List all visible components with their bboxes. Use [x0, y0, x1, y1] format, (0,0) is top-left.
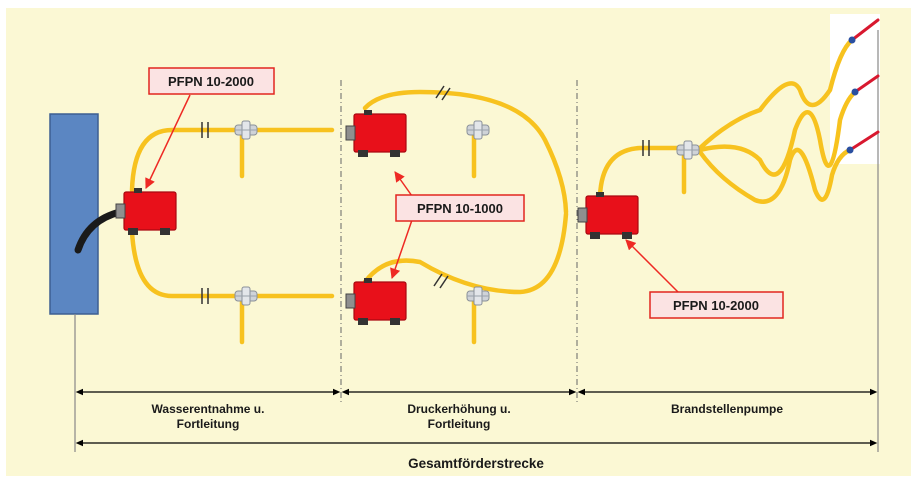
- label-pump-fire: PFPN 10-2000: [649, 291, 784, 319]
- label-pump-booster-text: PFPN 10-1000: [417, 201, 503, 216]
- total-distance-label: Gesamtförderstrecke: [408, 456, 544, 471]
- section1-line2: Fortleitung: [177, 417, 240, 431]
- section2-line2: Fortleitung: [428, 417, 491, 431]
- outer-end-lines: [74, 30, 879, 452]
- pump-fire: [577, 191, 639, 240]
- fixed-marks: [201, 85, 650, 304]
- section1-line1: Wasserentnahme u.: [152, 402, 265, 416]
- pump-booster-upper: [345, 109, 407, 158]
- label-pump-booster: PFPN 10-1000: [395, 194, 525, 222]
- section2-line1: Druckerhöhung u.: [407, 402, 510, 416]
- label-pump-fire-text: PFPN 10-2000: [673, 298, 759, 313]
- section3-line1: Brandstellenpumpe: [671, 402, 783, 416]
- water-source: [49, 113, 99, 315]
- label-pump-source-text: PFPN 10-2000: [168, 74, 254, 89]
- section-dividers: [340, 80, 578, 405]
- nozzles: [846, 18, 880, 154]
- pump-source: [115, 187, 177, 236]
- label-pump-source: PFPN 10-2000: [148, 67, 275, 95]
- section-labels: Wasserentnahme u. Fortleitung Druckerhöh…: [152, 402, 784, 471]
- callout-arrows: [145, 94, 681, 295]
- dimension-lines: [75, 388, 878, 447]
- pump-booster-lower: [345, 277, 407, 326]
